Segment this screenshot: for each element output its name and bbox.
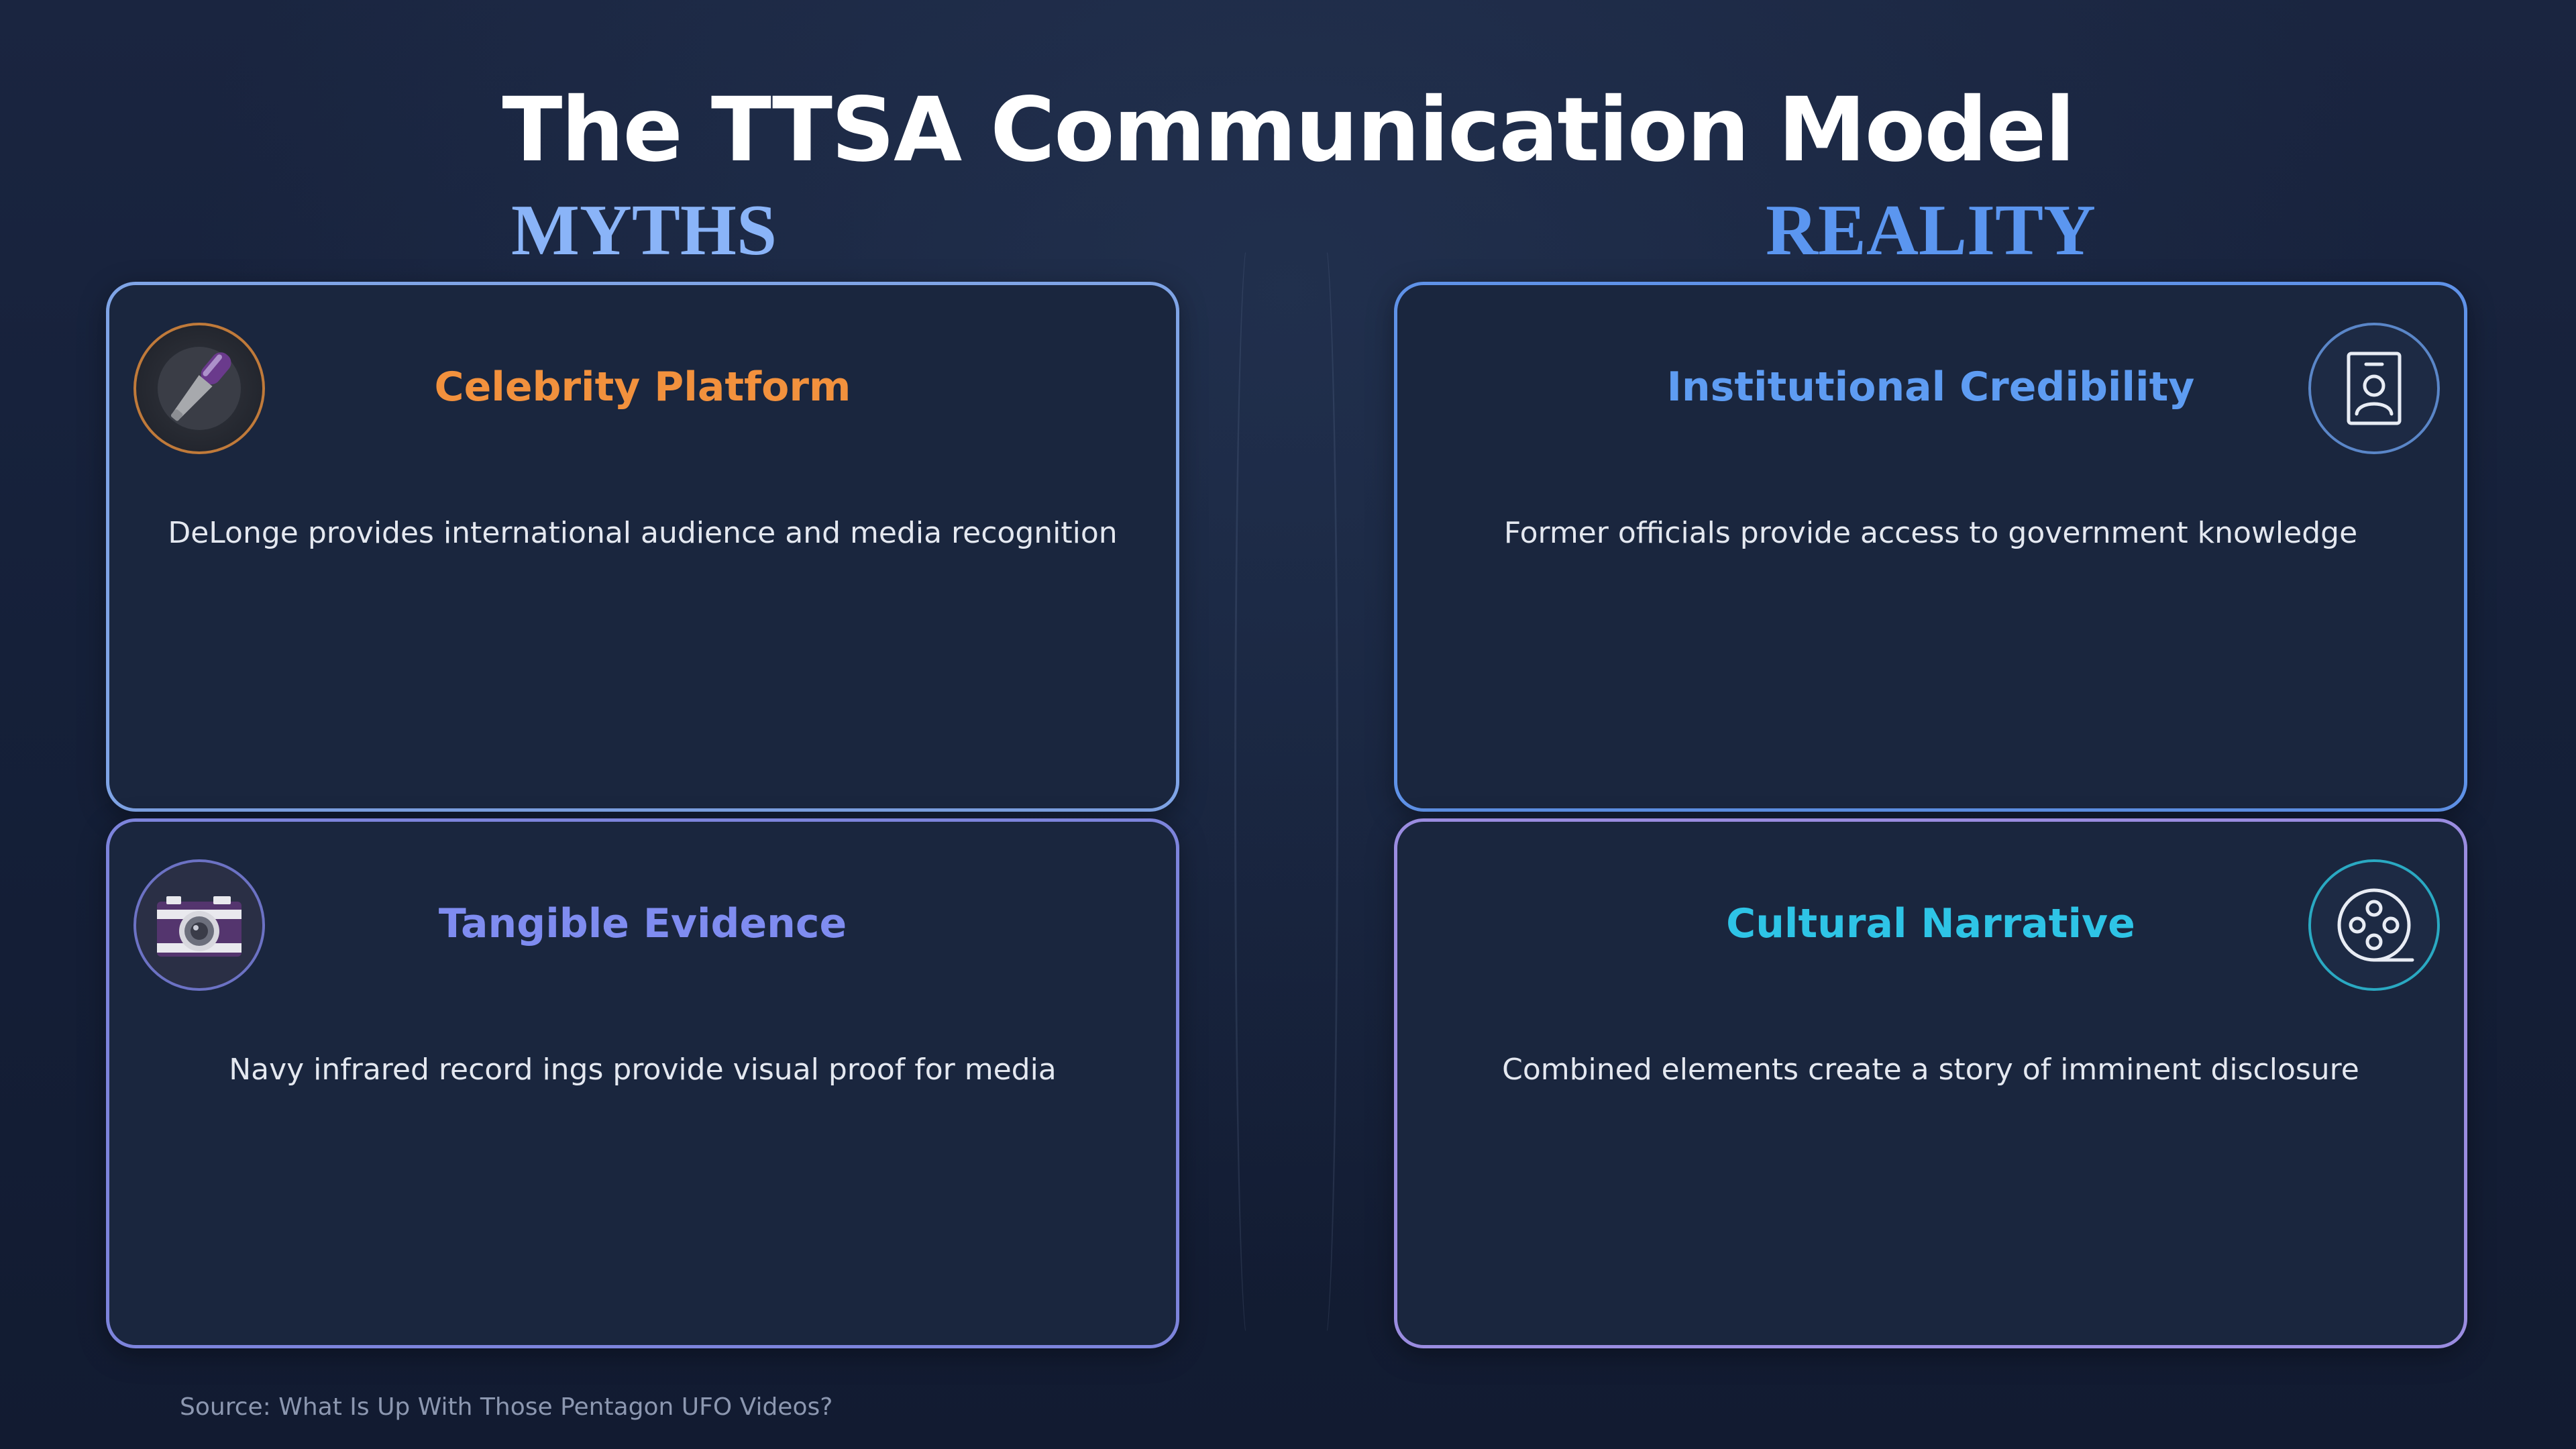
card-tangible-evidence: Tangible Evidence Navy infrared record i…	[106, 818, 1179, 1348]
card-description: Navy infrared record ings provide visual…	[229, 1053, 1057, 1087]
column-heading-myths: MYTHS	[511, 191, 777, 270]
camera-icon	[133, 859, 265, 991]
microphone-icon	[133, 323, 265, 454]
card-title: Tangible Evidence	[438, 900, 847, 947]
card-institutional-credibility: Institutional Credibility Former officia…	[1394, 282, 2467, 812]
card-celebrity-platform: Celebrity Platform DeLonge provides inte…	[106, 282, 1179, 812]
column-heading-reality: REALITY	[1765, 191, 2096, 270]
card-description: Former officials provide access to gover…	[1503, 516, 2358, 550]
card-title: Celebrity Platform	[434, 364, 851, 411]
film-reel-icon	[2308, 859, 2440, 991]
card-description: Combined elements create a story of immi…	[1502, 1053, 2359, 1087]
center-divider-right	[1311, 241, 1338, 1342]
card-title: Institutional Credibility	[1666, 364, 2195, 411]
page-title: The TTSA Communication Model	[502, 78, 2075, 182]
center-divider-left	[1234, 241, 1261, 1342]
card-description: DeLonge provides international audience …	[168, 516, 1118, 550]
card-cultural-narrative: Cultural Narrative Combined elements cre…	[1394, 818, 2467, 1348]
source-note: Source: What Is Up With Those Pentagon U…	[180, 1393, 833, 1421]
id-badge-icon	[2308, 323, 2440, 454]
card-title: Cultural Narrative	[1726, 900, 2135, 947]
